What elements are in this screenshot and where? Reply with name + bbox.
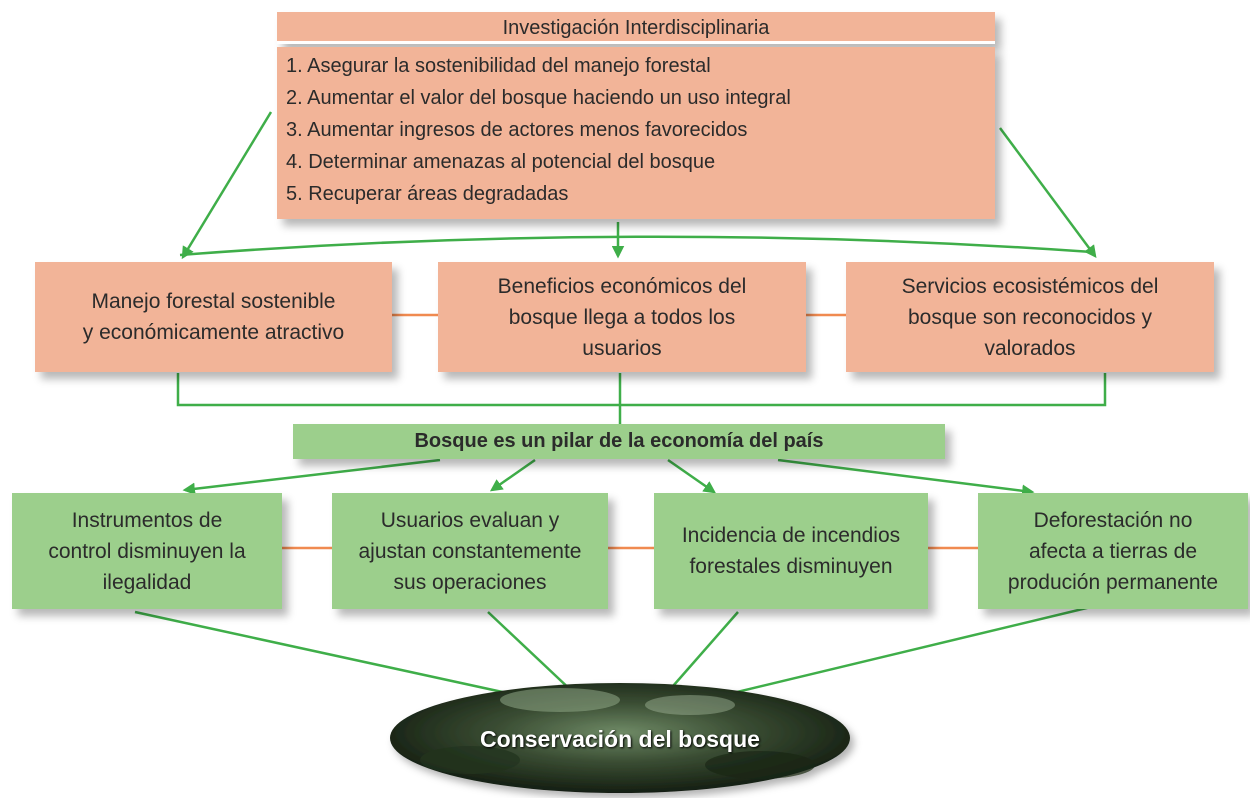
arrow-pillar-to-impact-2 xyxy=(489,458,536,492)
objective-4: 4. Determinar amenazas al potencial del … xyxy=(286,151,716,173)
impact-4-line-1: Deforestación no xyxy=(1033,508,1193,532)
forest-ellipse-image xyxy=(390,683,850,793)
objective-3: 3. Aumentar ingresos de actores menos fa… xyxy=(286,119,748,141)
objective-2: 2. Aumentar el valor del bosque haciendo… xyxy=(286,87,791,109)
outcome-2-line-1: Beneficios económicos del xyxy=(497,274,747,298)
pillar-statement: Bosque es un pilar de la economía del pa… xyxy=(293,424,945,459)
impact-4-line-2: afecta a tierras de xyxy=(1028,539,1198,563)
bracket-outcomes-to-pillar xyxy=(176,373,1107,407)
impact-box-4: Deforestación no afecta a tierras de pro… xyxy=(978,493,1248,609)
connector-arc-outcomes xyxy=(179,235,1093,257)
research-title: Investigación Interdisciplinaria xyxy=(277,12,995,44)
outcome-1-line-1: Manejo forestal sostenible xyxy=(91,290,336,313)
impact-1-line-2: control disminuyen la xyxy=(48,539,246,563)
arrow-pillar-to-impact-1 xyxy=(182,458,441,496)
outcome-2-line-2: bosque llega a todos los xyxy=(508,305,736,329)
impact-2-line-3: sus operaciones xyxy=(393,570,547,594)
impact-3-line-1: Incidencia de incendios xyxy=(681,524,901,547)
goal-label: Conservación del bosque xyxy=(480,725,760,752)
outcome-3-line-2: bosque son reconocidos y xyxy=(907,305,1152,329)
impact-1-line-3: ilegalidad xyxy=(102,570,192,594)
outcome-1-line-2: y económicamente atractivo xyxy=(82,321,345,344)
objective-1: 1. Asegurar la sostenibilidad del manejo… xyxy=(286,55,711,77)
impact-2-line-1: Usuarios evaluan y xyxy=(380,508,560,532)
goal-ellipse: Conservación del bosque xyxy=(390,683,850,795)
outcome-2-line-3: usuarios xyxy=(582,336,662,360)
outcome-3-line-3: valorados xyxy=(984,336,1076,360)
arrow-pillar-to-impact-3 xyxy=(667,458,717,494)
outcome-box-3: Servicios ecosistémicos del bosque son r… xyxy=(846,262,1214,372)
research-objectives: 1. Asegurar la sostenibilidad del manejo… xyxy=(277,47,995,219)
impact-box-1: Instrumentos de control disminuyen la il… xyxy=(12,493,282,609)
outcome-box-1: Manejo forestal sostenible y económicame… xyxy=(35,262,392,372)
impact-box-2: Usuarios evaluan y ajustan constantement… xyxy=(332,493,608,609)
impact-3-line-2: forestales disminuyen xyxy=(689,555,893,578)
impact-2-line-2: ajustan constantemente xyxy=(358,539,582,563)
arrow-pillar-to-impact-4 xyxy=(777,458,1035,497)
objective-5: 5. Recuperar áreas degradadas xyxy=(286,183,569,205)
arrow-research-to-outcome-1 xyxy=(181,111,273,260)
impact-box-3: Incidencia de incendios forestales dismi… xyxy=(654,493,928,609)
outcome-3-line-1: Servicios ecosistémicos del xyxy=(901,274,1159,298)
arrow-research-to-outcome-3 xyxy=(998,127,1097,259)
impact-4-line-3: produción permanente xyxy=(1007,570,1219,594)
impact-1-line-1: Instrumentos de xyxy=(71,508,223,532)
outcome-box-2: Beneficios económicos del bosque llega a… xyxy=(438,262,806,372)
